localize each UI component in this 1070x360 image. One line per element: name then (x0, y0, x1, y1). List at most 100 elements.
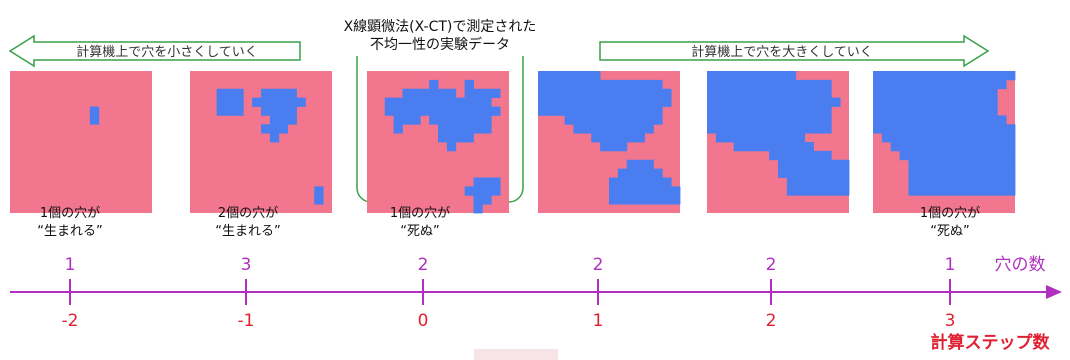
pore-cell (961, 186, 972, 196)
pore-cell (473, 186, 483, 196)
pore-cell (617, 106, 628, 116)
pore-cell (438, 124, 448, 134)
pore-cell (970, 106, 980, 116)
pore-cell (555, 88, 566, 99)
pore-cell (626, 79, 637, 90)
pore-cell (733, 115, 743, 125)
pore-cell (644, 186, 654, 196)
pore-cell (881, 115, 892, 125)
pore-cell (609, 186, 619, 196)
pore-cell (961, 106, 972, 116)
pore-cell (988, 133, 998, 143)
pore-cell (952, 186, 963, 196)
pore-cell (804, 150, 814, 161)
pore-cell (482, 177, 492, 187)
pore-cell (804, 168, 814, 178)
pore-cell (635, 195, 645, 205)
pore-cell (822, 115, 832, 125)
pore-cell (464, 186, 474, 196)
pore-cell (609, 115, 619, 125)
pore-cell (786, 124, 797, 134)
pore-cell (926, 88, 936, 99)
pore-cell (899, 106, 909, 116)
pore-cell (724, 79, 735, 90)
event-label-step-0-line2: “死ぬ” (400, 224, 439, 239)
pore-cell (582, 79, 592, 90)
pore-cell (769, 150, 779, 161)
center-title-line1: X線顕微法(X-CT)で測定された (344, 19, 537, 35)
pore-cell (952, 159, 963, 170)
pore-cell (555, 71, 566, 81)
pore-cell (420, 106, 430, 116)
pore-cell (555, 106, 566, 116)
pore-cell (402, 115, 412, 125)
pore-cell (546, 97, 557, 107)
pore-cell (944, 186, 954, 196)
pore-cell (751, 71, 761, 81)
pore-cell (961, 71, 972, 81)
pore-cell (464, 124, 474, 134)
pore-cell (760, 88, 770, 99)
pore-cell (952, 150, 963, 161)
pore-cell (917, 159, 927, 170)
pore-cell (979, 115, 989, 125)
pore-cell (411, 97, 421, 107)
pore-cell (795, 142, 806, 152)
pore-cell (944, 88, 954, 99)
pore-cell (769, 88, 779, 99)
pore-cell (908, 186, 918, 196)
pore-cell (573, 88, 583, 99)
pore-cell (751, 133, 761, 143)
pore-cell (644, 79, 654, 90)
pore-cell (890, 97, 901, 107)
pore-cell (935, 79, 945, 90)
pore-cell (707, 115, 717, 125)
pore-cell (635, 124, 645, 134)
pore-cell (538, 71, 548, 81)
pore-cell (997, 115, 1007, 125)
pore-cell (609, 142, 619, 152)
pore-cell (600, 133, 610, 143)
pore-cell (997, 177, 1007, 187)
pore-cell (1006, 186, 1016, 196)
panel-step-minus1 (190, 71, 332, 213)
panel-step-2 (707, 71, 850, 213)
pore-cell (89, 106, 100, 116)
pore-cell (653, 88, 663, 99)
pore-cell (411, 115, 421, 125)
pore-cell (617, 177, 628, 187)
pore-cell (626, 115, 637, 125)
pore-cell (795, 133, 806, 143)
pore-cell (564, 97, 574, 107)
pore-cell (635, 106, 645, 116)
pore-cell (671, 195, 681, 205)
pore-cell (635, 177, 645, 187)
pore-cell (988, 159, 998, 170)
right-arrow-shape (599, 34, 990, 68)
pore-cell (952, 79, 963, 90)
pore-cell (813, 106, 823, 116)
pore-cell (952, 106, 963, 116)
pore-cell (600, 106, 610, 116)
pore-cell (908, 159, 918, 170)
pore-cell (617, 79, 628, 90)
pore-cell (626, 168, 637, 178)
pore-cell (769, 133, 779, 143)
pore-cell (944, 150, 954, 161)
event-label-step-3-line2: “死ぬ” (930, 224, 969, 239)
pore-cell (411, 106, 421, 116)
pore-cell (733, 88, 743, 99)
pore-cell (662, 97, 672, 107)
pore-cell (831, 177, 841, 187)
pore-cell (786, 186, 797, 196)
pore-cell (482, 186, 492, 196)
pore-cell (564, 79, 574, 90)
pore-cell (393, 124, 403, 134)
event-label-step-minus2-line2: “生まれる” (37, 224, 102, 239)
pore-cell (935, 186, 945, 196)
pore-cell (384, 97, 395, 107)
pore-cell (546, 71, 557, 81)
pore-cell (970, 177, 980, 187)
pore-cell (786, 106, 797, 116)
pore-cell (944, 133, 954, 143)
